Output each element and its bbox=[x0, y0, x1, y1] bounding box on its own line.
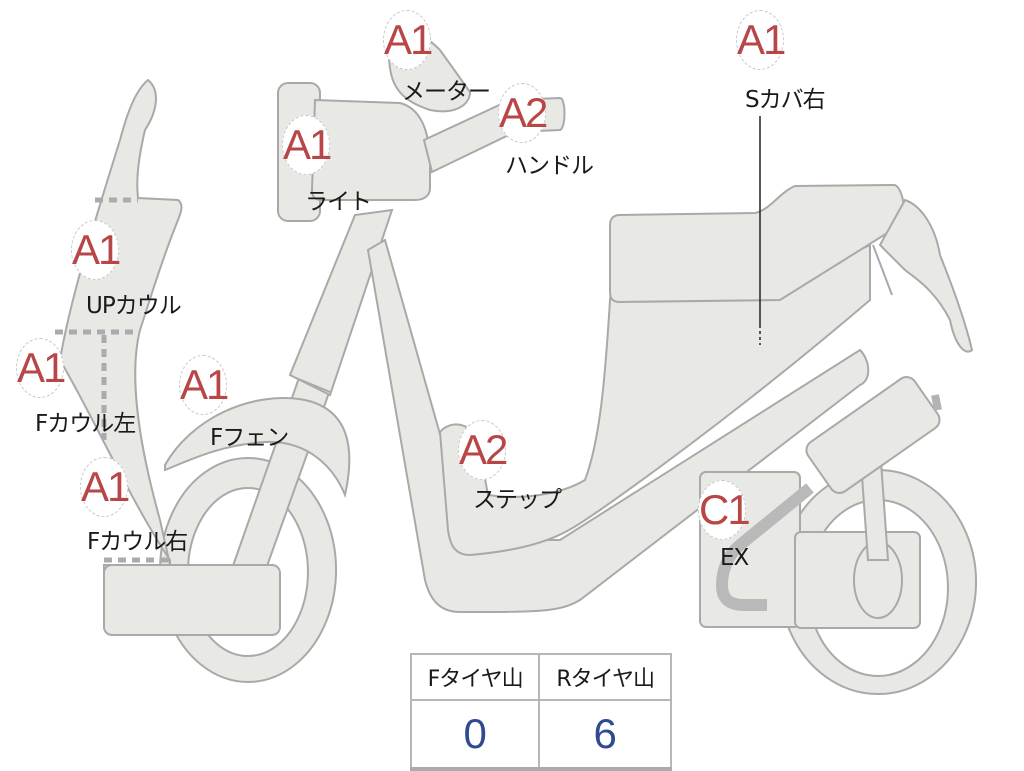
tire-tread-table: Fタイヤ山 Rタイヤ山 0 6 bbox=[409, 653, 672, 771]
front-tire-value: 0 bbox=[409, 699, 541, 771]
part-label: Fフェン bbox=[210, 425, 289, 451]
seat bbox=[609, 183, 907, 304]
part-label: Fカウル右 bbox=[87, 529, 188, 555]
step-floor bbox=[438, 243, 871, 557]
grade-badge: A1 bbox=[383, 10, 433, 70]
handlebar-cover bbox=[310, 98, 431, 201]
part-label: Sカバ右 bbox=[745, 87, 826, 113]
grade-badge: A1 bbox=[736, 10, 786, 70]
part-label: UPカウル bbox=[86, 293, 182, 319]
part-label: メーター bbox=[402, 79, 491, 105]
grade-badge: A1 bbox=[282, 115, 332, 175]
grade-badge: C1 bbox=[698, 480, 751, 540]
front-cowl-lower bbox=[103, 564, 281, 636]
front-wheel bbox=[159, 457, 338, 683]
part-label: ステップ bbox=[473, 487, 562, 513]
front-tire-header: Fタイヤ山 bbox=[409, 653, 541, 701]
grade-badge: A1 bbox=[71, 220, 121, 280]
part-label: ハンドル bbox=[505, 153, 594, 179]
fork-tube bbox=[288, 208, 394, 397]
grade-badge: A2 bbox=[498, 83, 548, 143]
exhaust-pipe bbox=[715, 483, 814, 611]
part-label: EX bbox=[720, 545, 749, 571]
part-label: Fカウル左 bbox=[35, 411, 136, 437]
part-label: ライト bbox=[305, 189, 372, 215]
grade-badge: A1 bbox=[80, 457, 130, 517]
tire-table-value-row: 0 6 bbox=[409, 699, 672, 771]
air-box bbox=[805, 376, 941, 494]
rear-tire-value: 6 bbox=[538, 699, 672, 771]
grade-badge: A1 bbox=[179, 355, 229, 415]
tire-table-header-row: Fタイヤ山 Rタイヤ山 bbox=[409, 653, 672, 701]
grade-badge: A2 bbox=[458, 420, 508, 480]
frame-downtube bbox=[366, 238, 870, 614]
grade-badge: A1 bbox=[16, 338, 66, 398]
front-fender bbox=[164, 397, 351, 499]
tail-cover bbox=[878, 198, 974, 353]
rear-tire-header: Rタイヤ山 bbox=[538, 653, 672, 701]
